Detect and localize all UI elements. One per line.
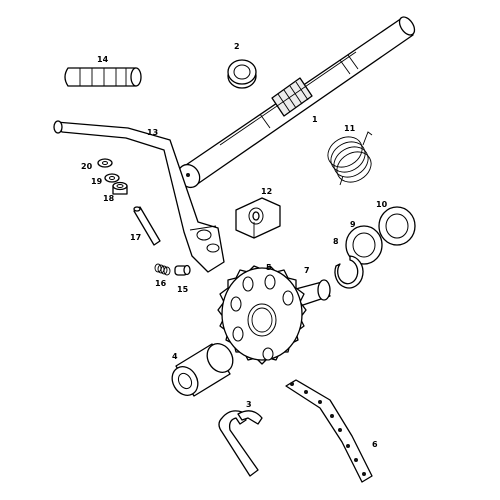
label-part-8: 8 <box>333 237 339 246</box>
part-16-small-spring <box>154 263 171 276</box>
part-12-ratchet-block <box>235 197 281 239</box>
label-part-2: 2 <box>234 42 240 51</box>
part-3-spanner-tool <box>218 410 263 477</box>
part-20-washer <box>97 158 113 168</box>
part-6-drive-chain <box>285 379 373 483</box>
part-17-pin <box>133 206 161 246</box>
part-19-nut <box>104 173 120 183</box>
label-part-6: 6 <box>372 440 378 449</box>
label-part-19: 19 <box>91 177 103 186</box>
label-part-7: 7 <box>304 266 310 275</box>
label-part-20: 20 <box>81 162 93 171</box>
label-part-3: 3 <box>246 400 252 409</box>
part-15-plunger <box>174 264 191 276</box>
label-part-11: 11 <box>344 124 356 133</box>
label-part-16: 16 <box>155 279 167 288</box>
part-18-bushing-small <box>112 181 128 195</box>
label-part-10: 10 <box>376 200 388 209</box>
label-part-17: 17 <box>130 233 141 242</box>
part-13-kickstart-lever <box>53 120 225 273</box>
label-part-5: 5 <box>266 263 272 272</box>
label-part-13: 13 <box>147 128 158 137</box>
label-part-15: 15 <box>177 285 189 294</box>
label-part-1: 1 <box>312 115 318 124</box>
part-11-torsion-spring <box>327 131 373 186</box>
label-part-18: 18 <box>103 194 115 203</box>
part-14-rubber-grip <box>64 67 142 87</box>
part-1-kickstart-shaft <box>177 16 416 189</box>
label-part-4: 4 <box>172 352 178 361</box>
label-part-9: 9 <box>350 220 356 229</box>
part-5-sprocket <box>217 265 307 365</box>
part-10-thrust-washer <box>378 206 416 246</box>
part-9-spring-washer <box>345 225 383 265</box>
part-4-bushing-sleeve <box>171 343 234 397</box>
label-part-12: 12 <box>261 187 272 196</box>
part-8-circlip <box>334 255 364 289</box>
part-2-bushing <box>227 59 257 89</box>
label-part-14: 14 <box>97 55 109 64</box>
